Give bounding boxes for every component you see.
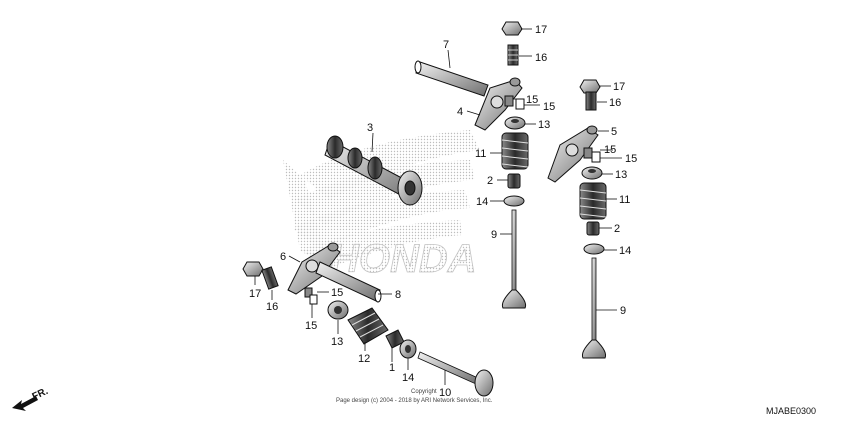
adjusting-screw-16-right [585,91,597,111]
callout-17-upper: 17 [535,24,547,36]
callout-17-right: 17 [613,81,625,93]
nut-17-lower [242,261,264,277]
callout-14-upper: 14 [476,196,488,208]
callout-5: 5 [611,126,617,138]
valve-spring-upper [501,132,529,170]
rocker-arm-6 [287,242,341,295]
callout-14-lower: 14 [402,372,414,384]
callout-10: 10 [439,387,451,399]
copyright-line1: Copyright [411,389,437,395]
rocker-shaft-upper [414,60,489,97]
callout-2-right: 2 [614,223,620,235]
adjusting-screw-16-lower [261,266,279,290]
valve-spring-lower [347,307,389,345]
callout-9-upper: 9 [491,229,497,241]
valve-10-lower [417,351,494,397]
callout-4: 4 [457,106,463,118]
nut-17-right [579,79,601,94]
callout-12: 12 [358,353,370,365]
valve-cotters-lower [304,287,318,305]
diagram-code: MJABE0300 [766,406,816,416]
valve-9-right [581,257,607,359]
front-direction-label: FR. [31,386,50,403]
valve-9-upper [501,209,527,309]
honda-logo-text: HONDA [330,237,477,281]
callout-11-right: 11 [619,194,630,206]
callout-3: 3 [367,122,373,134]
callout-13-upper: 13 [538,119,550,131]
callout-16-upper: 16 [535,52,547,64]
leader-lines [254,28,622,385]
callout-13-right: 13 [615,169,627,181]
rocker-arm-5 [547,125,599,183]
callout-15-upper-b: 15 [543,101,555,113]
callout-15-right-b: 15 [625,153,637,165]
callout-15-right-a: 15 [604,144,616,156]
copyright-line2: Page design (c) 2004 - 2018 by ARI Netwo… [336,398,493,404]
spring-retainer-right [581,166,603,180]
callout-labels: 17 16 7 4 15 15 13 3 11 2 14 9 17 16 5 1… [249,24,637,399]
spring-seat-lower [399,339,417,359]
callout-16-right: 16 [609,97,621,109]
callout-17-lower: 17 [249,288,261,300]
callout-9-right: 9 [620,305,626,317]
callout-15-lower-a: 15 [331,287,343,299]
spring-retainer-upper [504,116,526,130]
honda-wing-watermark [283,130,480,272]
callout-7: 7 [443,39,449,51]
callout-8: 8 [395,289,401,301]
callout-13-lower: 13 [331,336,343,348]
front-direction-arrow [12,396,38,411]
callout-2-upper: 2 [487,175,493,187]
callout-15-upper-a: 15 [526,94,538,106]
nut-17-upper [501,21,523,36]
callout-6: 6 [280,251,286,263]
stem-seal-upper [507,173,521,189]
callout-1: 1 [389,362,395,374]
rocker-arm-4 [474,77,523,131]
spring-seat-right [583,243,605,255]
spring-seat-upper [503,195,525,207]
adjusting-screw-16-upper [507,44,519,66]
rocker-shaft-lower [315,261,382,303]
valve-spring-right [579,182,607,220]
camshaft [324,135,423,206]
spring-retainer-lower [327,300,349,320]
valve-cotters-right [583,147,601,163]
callout-15-lower-b: 15 [305,320,317,332]
callout-16-lower: 16 [266,301,278,313]
callout-11-upper: 11 [475,148,486,160]
stem-seal-right [586,221,600,236]
callout-14-right: 14 [619,245,631,257]
